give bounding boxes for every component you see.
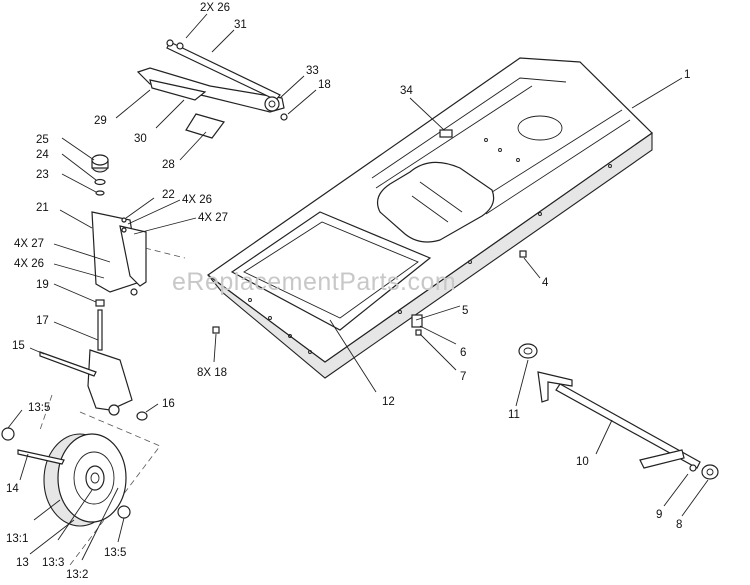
callout-18: 18 <box>318 79 331 91</box>
main-frame-part <box>206 57 653 379</box>
callout-12: 12 <box>382 396 395 408</box>
callout-13-3: 13:3 <box>42 557 64 569</box>
callout-13: 13 <box>16 557 29 569</box>
callout-33: 33 <box>306 65 319 77</box>
callout-4x27-upper: 4X 27 <box>198 212 228 224</box>
callout-15: 15 <box>12 340 25 352</box>
callout-8x18: 8X 18 <box>197 367 227 379</box>
callout-19: 19 <box>36 279 49 291</box>
callout-8: 8 <box>676 519 682 531</box>
callout-10: 10 <box>576 456 589 468</box>
callout-4x26-lower: 4X 26 <box>14 258 44 270</box>
rear-axle-assembly <box>518 343 719 480</box>
callout-13-2: 13:2 <box>66 569 88 581</box>
caster-mount-assembly <box>39 154 148 421</box>
callout-4x26-upper: 4X 26 <box>182 194 212 206</box>
callout-5: 5 <box>462 305 468 317</box>
alignment-line <box>39 394 53 431</box>
callout-28: 28 <box>162 159 175 171</box>
leader-lines <box>7 13 709 561</box>
callout-17: 17 <box>36 315 49 327</box>
callout-14: 14 <box>6 483 19 495</box>
callout-34: 34 <box>400 85 413 97</box>
callout-7: 7 <box>460 371 466 383</box>
callout-23: 23 <box>36 169 49 181</box>
callout-6: 6 <box>460 347 466 359</box>
callout-21: 21 <box>36 202 49 214</box>
callout-24: 24 <box>36 149 49 161</box>
linkage-assembly <box>136 39 288 139</box>
alignment-line <box>144 247 186 259</box>
callout-13-5-lower: 13:5 <box>104 547 126 559</box>
watermark-text: eReplacementParts.com <box>172 268 456 296</box>
callout-11: 11 <box>508 409 520 421</box>
callout-4: 4 <box>542 277 549 289</box>
callout-22: 22 <box>162 189 175 201</box>
callout-25: 25 <box>36 134 49 146</box>
callout-2x26: 2X 26 <box>200 2 230 14</box>
callout-labels: 2X 26 31 33 18 29 30 28 34 1 25 24 23 22… <box>6 2 690 581</box>
callout-13-1: 13:1 <box>6 533 28 545</box>
callout-29: 29 <box>94 115 107 127</box>
callout-1: 1 <box>684 69 690 81</box>
callout-9: 9 <box>656 509 662 521</box>
callout-16: 16 <box>162 398 175 410</box>
caster-wheel <box>1 427 131 527</box>
callout-31: 31 <box>234 19 247 31</box>
callout-30: 30 <box>134 133 147 145</box>
callout-13-5-upper: 13:5 <box>28 402 50 414</box>
callout-4x27-lower: 4X 27 <box>14 238 44 250</box>
